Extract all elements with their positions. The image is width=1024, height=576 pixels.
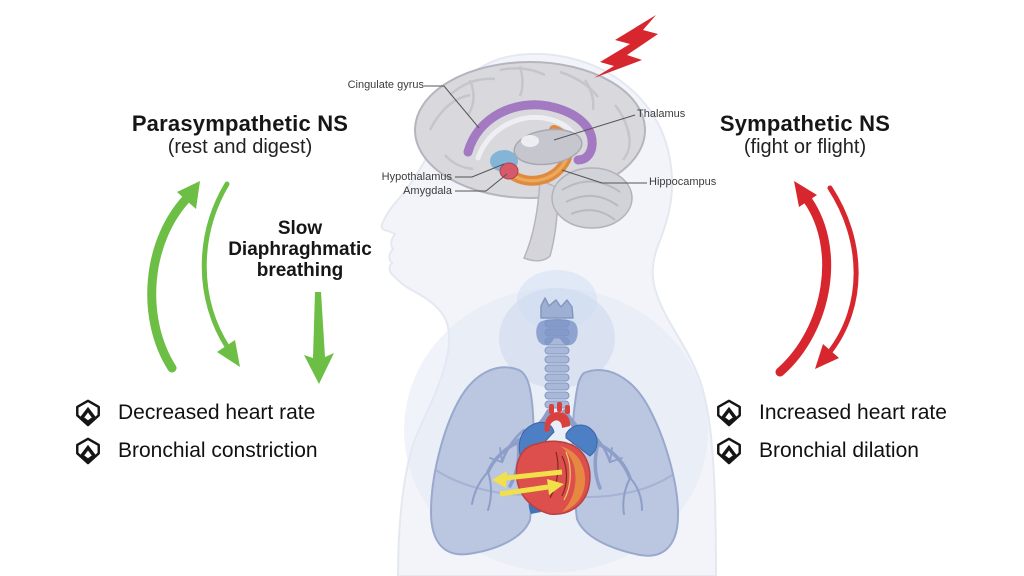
trachea [536, 297, 578, 409]
list-item: Bronchial dilation [714, 436, 947, 465]
amygdala-structure [499, 162, 519, 180]
larynx [536, 319, 578, 346]
brainstem [522, 178, 559, 262]
parasympathetic-subtitle: (rest and digest) [167, 136, 313, 158]
breathing-note-line3: breathing [256, 260, 344, 281]
green-down-arrow [304, 292, 334, 384]
list-item: Decreased heart rate [73, 398, 318, 427]
brain-label-thalamus: Thalamus [637, 108, 686, 120]
brain-label-hypothalamus: Hypothalamus [381, 171, 452, 183]
cingulate-gyrus-structure [463, 100, 597, 165]
sympathetic-subtitle: (fight or flight) [743, 136, 867, 158]
red-cycle-arrow-down [815, 185, 859, 369]
effect-label: Decreased heart rate [118, 401, 316, 424]
breathing-note-line2: Diaphraghmatic [228, 239, 372, 260]
label-leader-lines [424, 85, 647, 192]
yellow-arrow-right [499, 479, 564, 497]
brain-label-cingulate-gyrus: Cingulate gyrus [347, 79, 424, 91]
left-lung [429, 366, 535, 556]
list-item: Increased heart rate [714, 398, 947, 427]
sympathetic-title: Sympathetic NS [719, 111, 891, 136]
yellow-arrow-left [492, 469, 563, 488]
chevron-badge-icon [717, 437, 741, 464]
green-cycle-arrow-up [147, 181, 200, 373]
chevron-badge-icon [76, 437, 100, 464]
breathing-note: Slow Diaphraghmatic breathing [180, 218, 420, 281]
lungs-illustration [429, 297, 680, 557]
effect-label: Bronchial constriction [118, 439, 318, 462]
red-cycle-arrow-up [775, 181, 832, 377]
right-lung [571, 369, 680, 557]
cerebellum [551, 167, 633, 229]
brain-label-hippocampus: Hippocampus [649, 176, 717, 188]
heart-illustration [515, 402, 598, 515]
sympathetic-title-block: Sympathetic NS (fight or flight) [650, 111, 960, 159]
parasympathetic-title: Parasympathetic NS [131, 111, 349, 136]
brain-label-amygdala: Amygdala [403, 185, 452, 197]
effect-label: Bronchial dilation [759, 439, 919, 462]
effect-label: Increased heart rate [759, 401, 947, 424]
chevron-badge-icon [717, 399, 741, 426]
green-cycle-arrow-down [201, 181, 240, 367]
lightning-bolt-icon [594, 15, 658, 78]
parasympathetic-title-block: Parasympathetic NS (rest and digest) [85, 111, 395, 159]
breathing-note-line1: Slow [277, 218, 323, 239]
chevron-badge-icon [76, 399, 100, 426]
list-item: Bronchial constriction [73, 436, 318, 465]
parasympathetic-effects-list: Decreased heart rate Bronchial constrict… [73, 398, 318, 474]
sympathetic-effects-list: Increased heart rate Bronchial dilation [714, 398, 947, 474]
